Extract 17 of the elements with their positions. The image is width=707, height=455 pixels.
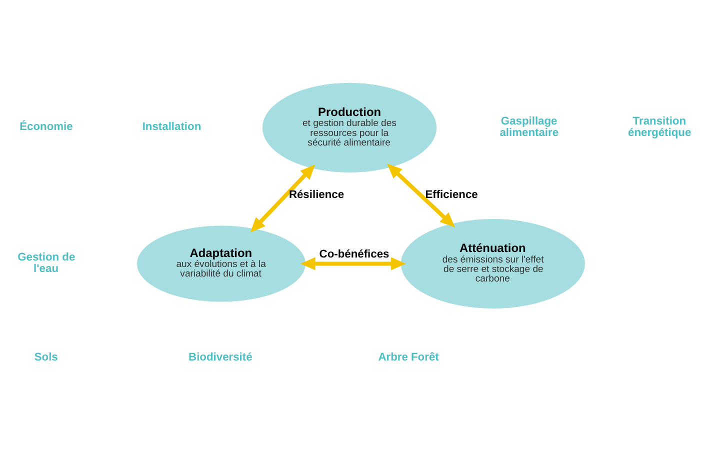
label: Économie bbox=[20, 120, 73, 132]
arrow bbox=[300, 256, 406, 270]
label: Sols bbox=[34, 351, 58, 364]
arrow bbox=[387, 163, 455, 227]
node-ellipse: Adaptation aux évolutions et à la variabilité du climat bbox=[136, 225, 306, 302]
edge-label: Résilience bbox=[288, 188, 344, 200]
label: Gestion de l'eau bbox=[18, 251, 76, 274]
label: Transition énergétique bbox=[628, 115, 692, 138]
label: Installation bbox=[142, 120, 202, 132]
label: Arbre Forêt bbox=[378, 351, 439, 364]
arrow bbox=[250, 164, 316, 232]
node-ellipse: Atténuation des émissions sur l'effet de serre et stockage de carbone bbox=[400, 218, 585, 308]
label: Gaspillage alimentaire bbox=[500, 115, 559, 138]
edge-label: Co-bénéfices bbox=[319, 248, 390, 260]
label: Biodiversité bbox=[188, 351, 252, 364]
edge-label: Efficience bbox=[425, 188, 478, 200]
node-ellipse: Production et gestion durable des ressources pour la sécurité alimentaire bbox=[262, 82, 437, 172]
